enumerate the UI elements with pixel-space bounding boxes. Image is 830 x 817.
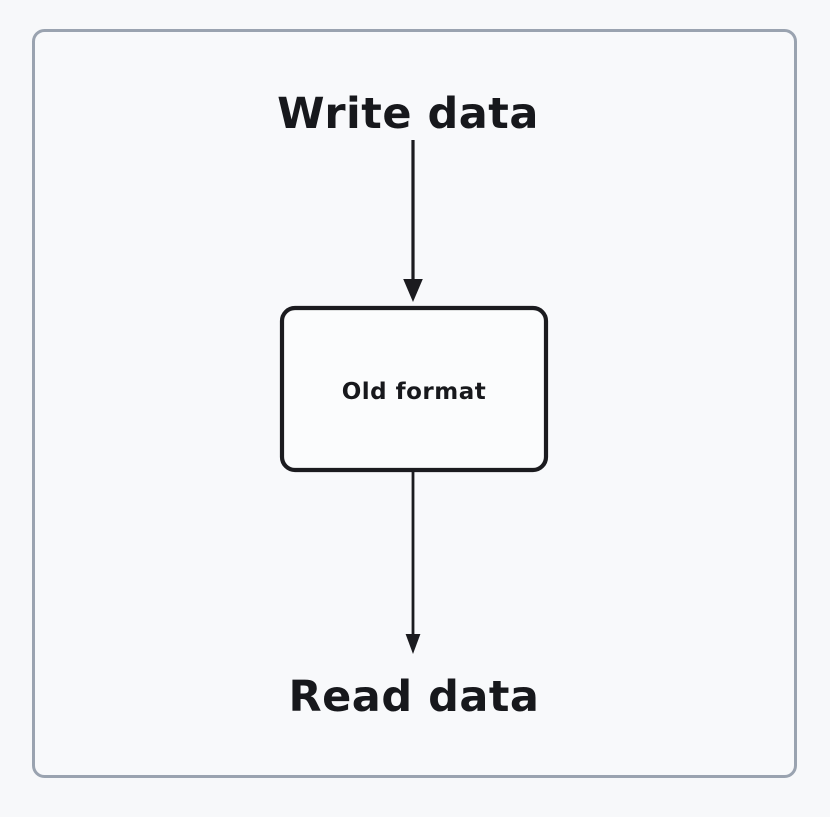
- write-to-box-arrowhead: [403, 279, 423, 302]
- node-old-format[interactable]: Old format: [279, 305, 549, 473]
- write-to-box-arrow: [403, 140, 423, 302]
- box-to-read-arrow: [405, 470, 421, 654]
- write-data-label: Write data: [277, 89, 539, 139]
- node-old-format-label: Old format: [342, 379, 487, 405]
- box-to-read-arrowhead: [405, 634, 421, 654]
- read-data-label: Read data: [289, 672, 540, 722]
